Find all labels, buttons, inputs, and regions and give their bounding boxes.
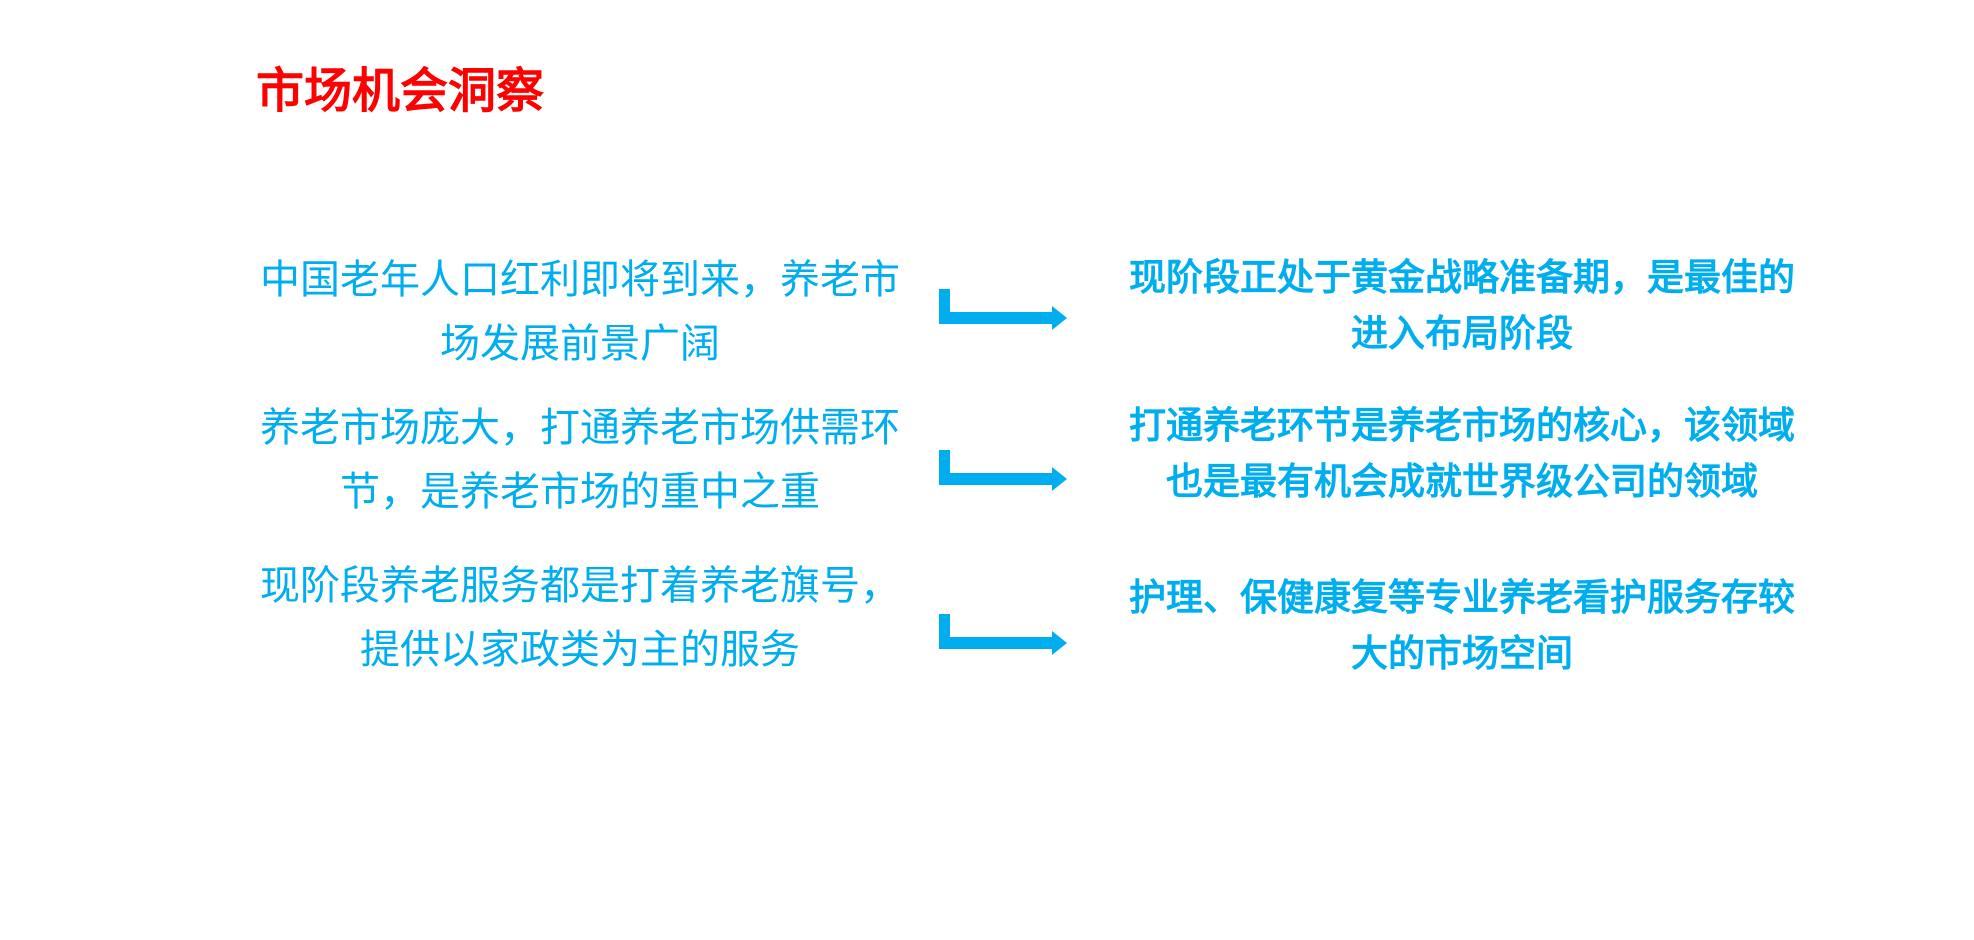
insight-text-2: 打通养老环节是养老市场的核心，该领域也是最有机会成就世界级公司的领域 [1129, 405, 1795, 502]
insight-text-1: 现阶段正处于黄金战略准备期，是最佳的进入布局阶段 [1129, 257, 1795, 354]
observation-text-1: 中国老年人口红利即将到来，养老市场发展前景广阔 [260, 258, 900, 366]
elbow-right-arrow-icon [939, 289, 1067, 331]
elbow-right-arrow-icon [939, 614, 1067, 656]
observation-text-3: 现阶段养老服务都是打着养老旗号，提供以家政类为主的服务 [260, 564, 900, 672]
elbow-right-arrow-icon [939, 450, 1067, 492]
insight-text-3: 护理、保健康复等专业养老看护服务存较大的市场空间 [1129, 577, 1795, 674]
observation-text-2: 养老市场庞大，打通养老市场供需环节，是养老市场的重中之重 [260, 406, 900, 514]
slide-title: 市场机会洞察 [256, 65, 545, 118]
